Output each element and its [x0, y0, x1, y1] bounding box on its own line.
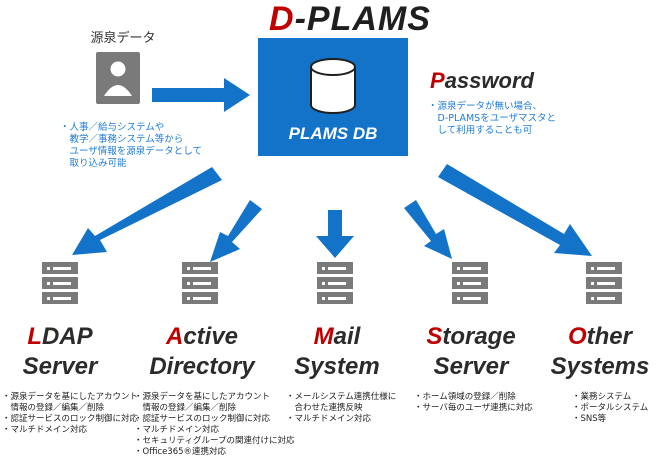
- note-line: ・認証サービスのロック制御に対応: [134, 414, 271, 424]
- system-name-mail: Mail System: [272, 322, 402, 382]
- password-rest: assword: [444, 68, 534, 93]
- password-initial: P: [430, 68, 445, 93]
- system-notes-mail: ・メールシステム連携仕様に 合わせた連携反映 ・マルチドメイン対応: [286, 392, 396, 425]
- note-line: ・マルチドメイン対応: [286, 414, 372, 424]
- password-notes: ・源泉データが無い場合、 D-PLAMSをユーザマスタと して利用することも可: [428, 101, 628, 137]
- note-line: ・セキュリティグループの関連付けに対応: [134, 436, 295, 446]
- user-icon: [96, 52, 140, 104]
- server-icon: [317, 262, 353, 304]
- password-note-line: ・源泉データが無い場合、: [428, 101, 543, 112]
- source-note-line: ・人事／給与システムや: [60, 122, 165, 133]
- system-name-line2: System: [294, 353, 380, 380]
- system-name-line2: Server: [22, 353, 98, 380]
- password-note-line: して利用することも可: [428, 125, 533, 136]
- title-initial: D: [269, 0, 295, 38]
- system-initial: A: [165, 323, 184, 350]
- note-line: ・源泉データを基にしたアカウント: [2, 392, 139, 402]
- system-name-rest: torage: [442, 323, 516, 350]
- system-notes-storage: ・ホーム領域の登録／削除 ・サーバ毎のユーザ連携に対応: [414, 392, 533, 414]
- system-name-rest: ctive: [183, 323, 239, 350]
- server-icon: [586, 262, 622, 304]
- arrow-db-to-mail: [316, 210, 354, 258]
- system-name-rest: ail: [333, 323, 361, 350]
- system-initial: O: [567, 323, 587, 350]
- system-name-line2: Server: [433, 353, 509, 380]
- system-notes-ldap: ・源泉データを基にしたアカウント 情報の登録／編集／削除 ・認証サービスのロック…: [2, 392, 138, 436]
- source-note-line: 取り込み可能: [60, 158, 127, 169]
- password-title: Password: [430, 68, 534, 94]
- note-line: ・マルチドメイン対応: [2, 425, 88, 435]
- system-name-storage: Storage Server: [406, 322, 536, 382]
- note-line: ・源泉データを基にしたアカウント: [134, 392, 271, 402]
- system-notes-active-directory: ・源泉データを基にしたアカウント 情報の登録／編集／削除 ・認証サービスのロック…: [134, 392, 294, 458]
- source-note-line: 教学／事務システム等から: [60, 134, 184, 145]
- system-name-line2: Directory: [149, 353, 255, 380]
- system-name-line2: Systems: [550, 353, 650, 380]
- system-name-ldap: LDAP Server: [0, 322, 120, 382]
- system-initial: L: [27, 323, 42, 350]
- note-line: ・ホーム領域の登録／削除: [414, 392, 516, 402]
- note-line: 情報の登録／編集／削除: [2, 403, 105, 413]
- source-label: 源泉データ: [90, 31, 156, 46]
- note-line: ・認証サービスのロック制御に対応: [2, 414, 139, 424]
- server-icon: [42, 262, 78, 304]
- source-note-line: ユーザ情報を源泉データとして: [60, 146, 203, 157]
- system-initial: S: [426, 323, 443, 350]
- arrow-db-to-other: [438, 164, 592, 256]
- arrow-db-to-ldap: [72, 167, 222, 255]
- note-line: ・メールシステム連携仕様に: [286, 392, 397, 402]
- server-icon: [182, 262, 218, 304]
- database-icon: [310, 58, 356, 114]
- note-line: ・Office365®連携対応: [134, 447, 227, 457]
- note-line: ・マルチドメイン対応: [134, 425, 220, 435]
- password-note-line: D-PLAMSをユーザマスタと: [428, 113, 557, 124]
- note-line: ・SNS等: [572, 414, 607, 424]
- server-icon: [452, 262, 488, 304]
- db-label: PLAMS DB: [288, 124, 378, 143]
- note-line: ・業務システム: [572, 392, 632, 402]
- note-line: 情報の登録／編集／削除: [134, 403, 237, 413]
- system-notes-other: ・業務システム ・ポータルシステム ・SNS等: [572, 392, 648, 425]
- note-line: ・ポータルシステム: [572, 403, 649, 413]
- system-name-rest: ther: [586, 323, 632, 350]
- page-title: D-PLAMS: [230, 0, 470, 39]
- arrow-db-to-ad: [210, 200, 262, 262]
- system-initial: M: [313, 323, 334, 350]
- title-rest: -PLAMS: [294, 0, 431, 38]
- system-name-active-directory: Active Directory: [132, 322, 272, 382]
- note-line: 合わせた連携反映: [286, 403, 363, 413]
- source-notes: ・人事／給与システムや 教学／事務システム等から ユーザ情報を源泉データとして …: [60, 122, 240, 170]
- system-name-other: Other Systems: [540, 322, 660, 382]
- system-name-rest: DAP: [42, 323, 93, 350]
- note-line: ・サーバ毎のユーザ連携に対応: [414, 403, 533, 413]
- arrow-db-to-storage: [404, 200, 452, 259]
- arrow-source-to-db: [152, 78, 250, 112]
